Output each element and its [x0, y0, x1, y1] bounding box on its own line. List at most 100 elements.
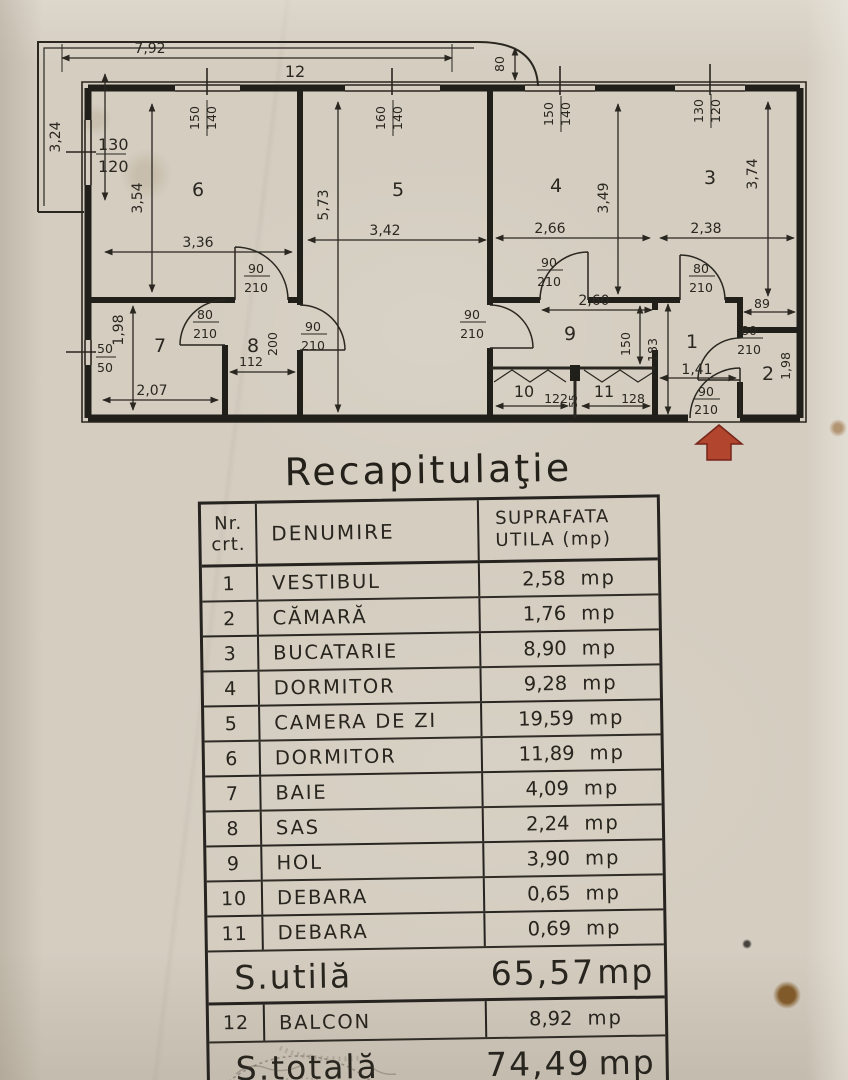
window-label-left-130: 130 [98, 135, 129, 154]
row-name: DORMITOR [258, 738, 482, 775]
row-unit: mp [588, 705, 625, 730]
row-value: 8,90 [523, 636, 567, 661]
row-nr: 1 [222, 572, 236, 595]
dim-label-room3-h: 3,74 [745, 158, 761, 189]
row-unit: mp [585, 916, 622, 940]
door-arcs [179, 246, 741, 419]
window-label-r6-150: 150 [187, 106, 202, 130]
subtotal-row: S.utilă 65,57 mp [207, 945, 665, 1006]
dim-label-room5-w: 3,42 [369, 223, 400, 239]
dim-label-vestibul-w: 1,41 [681, 362, 712, 378]
window-label-r3-130: 130 [691, 99, 706, 123]
row-nr: 3 [223, 642, 237, 665]
dim-label-balcony-width: 7,92 [134, 41, 165, 57]
window-label-r6-140: 140 [204, 106, 219, 130]
room-6-number: 6 [192, 179, 204, 201]
room-5-number: 5 [392, 179, 404, 201]
row-value: 3,90 [526, 846, 571, 871]
room-3-number: 3 [704, 167, 716, 189]
row-unit: mp [589, 740, 626, 765]
row-nr: 11 [221, 922, 248, 945]
total-value: 74,49 [485, 1043, 591, 1080]
subtotal-value: 65,57 [490, 951, 596, 993]
door-label-sas-living-w: 90 [305, 319, 321, 334]
dim-label-room6-w: 3,36 [182, 235, 213, 251]
row-name: DEBARA [261, 913, 484, 950]
row-unit: mp [581, 636, 618, 660]
row-nr: 9 [226, 852, 241, 875]
door-label-bucatarie-h: 210 [689, 280, 713, 295]
door-label-sas-living-h: 210 [301, 338, 325, 353]
floor-plan: 7,92 3,24 12 80 150 140 160 140 150 140 … [37, 41, 807, 461]
row-name: VESTIBUL [255, 563, 479, 600]
dim-label-camara-w: 89 [754, 296, 770, 311]
room-12-label: 12 [285, 62, 305, 81]
entrance-arrow [693, 424, 745, 461]
window-label-r5-160: 160 [373, 106, 388, 130]
window-label-left-120: 120 [98, 157, 129, 176]
dim-label-vestibul-h: 183 [645, 338, 660, 362]
door-label-r4-hol-h: 210 [537, 274, 561, 289]
door-label-bucatarie-w: 80 [693, 261, 709, 276]
door-label-living-hol-h: 210 [460, 326, 484, 341]
room-8-number: 8 [247, 335, 259, 357]
outer-wall-face [81, 81, 807, 423]
row-unit: mp [583, 776, 620, 800]
row-value: 9,28 [523, 671, 568, 696]
dim-label-room9-w: 2,60 [578, 293, 609, 309]
row-value: 2,24 [525, 811, 570, 836]
door-label-r4-hol-w: 90 [541, 255, 557, 270]
table-header: Nr. crt. DENUMIRE SUPRAFATA UTILA (mp) [200, 497, 658, 568]
door-label-sas-r6-w: 90 [248, 261, 264, 276]
door-label-sas-baie-w: 80 [197, 307, 213, 322]
dim-label-room3-w: 2,38 [690, 221, 721, 237]
row-nr: 10 [220, 887, 248, 910]
room-2-number: 2 [762, 363, 774, 385]
window-label-r5-140: 140 [390, 106, 405, 130]
door-label-camara-h: 210 [737, 342, 761, 357]
row-value: 8,92 [528, 1006, 573, 1030]
row-unit: mp [580, 601, 617, 625]
row-unit: mp [582, 671, 618, 695]
row-nr: 5 [224, 712, 239, 735]
header-nr: Nr. [214, 512, 243, 535]
window-label-baie-50b: 50 [97, 360, 113, 375]
recap-section: Recapitulaţie Nr. crt. DENUMIRE SUPRAFAT… [197, 444, 670, 1080]
subtotal-unit: mp [596, 951, 655, 991]
dim-label-balcony-height: 3,24 [48, 121, 64, 152]
dim-label-room4-w: 2,66 [534, 221, 565, 237]
window-label-r4-150: 150 [541, 102, 556, 126]
header-denumire: DENUMIRE [254, 500, 478, 564]
dim-label-room8-w: 112 [239, 354, 263, 369]
dim-label-room9-h: 150 [618, 332, 633, 356]
row-name: DEBARA [260, 878, 484, 915]
row-name: BAIE [259, 773, 482, 810]
header-suprafata: SUPRAFATA UTILA (mp) [476, 497, 658, 561]
door-label-camara-w: 80 [741, 323, 757, 338]
row-value: 0,65 [526, 881, 571, 906]
door-label-sas-baie-h: 210 [193, 326, 217, 341]
door-label-living-hol-w: 90 [464, 307, 480, 322]
window-lines [66, 64, 745, 365]
recap-title: Recapitulaţie [284, 445, 573, 495]
dim-label-room7-w: 2,07 [136, 383, 167, 399]
dim-label-room4-h: 3,49 [596, 182, 612, 213]
round-stamp [229, 1045, 397, 1080]
row-unit: mp [584, 846, 621, 870]
row-nr: 2 [222, 607, 237, 630]
row-name: BUCATARIE [256, 633, 480, 670]
row-unit: mp [585, 881, 622, 905]
row-nr: 6 [225, 747, 239, 770]
header-suprafata-line1: SUPRAFATA [494, 505, 610, 529]
room-1-number: 1 [686, 331, 698, 353]
dim-label-debara11-w: 128 [621, 391, 645, 406]
room-7-number: 7 [154, 335, 166, 357]
row-name: CAMERA DE ZI [258, 703, 481, 740]
dim-label-balcony-depth: 80 [492, 56, 507, 72]
row-value: 2,58 [521, 566, 566, 591]
subtotal-label: S.utilă [233, 955, 353, 997]
walls-outer [84, 84, 804, 422]
dim-label-room8-h: 200 [265, 332, 280, 356]
balcony-inner-line [43, 47, 474, 206]
dim-label-room7-h: 1,98 [111, 314, 127, 345]
